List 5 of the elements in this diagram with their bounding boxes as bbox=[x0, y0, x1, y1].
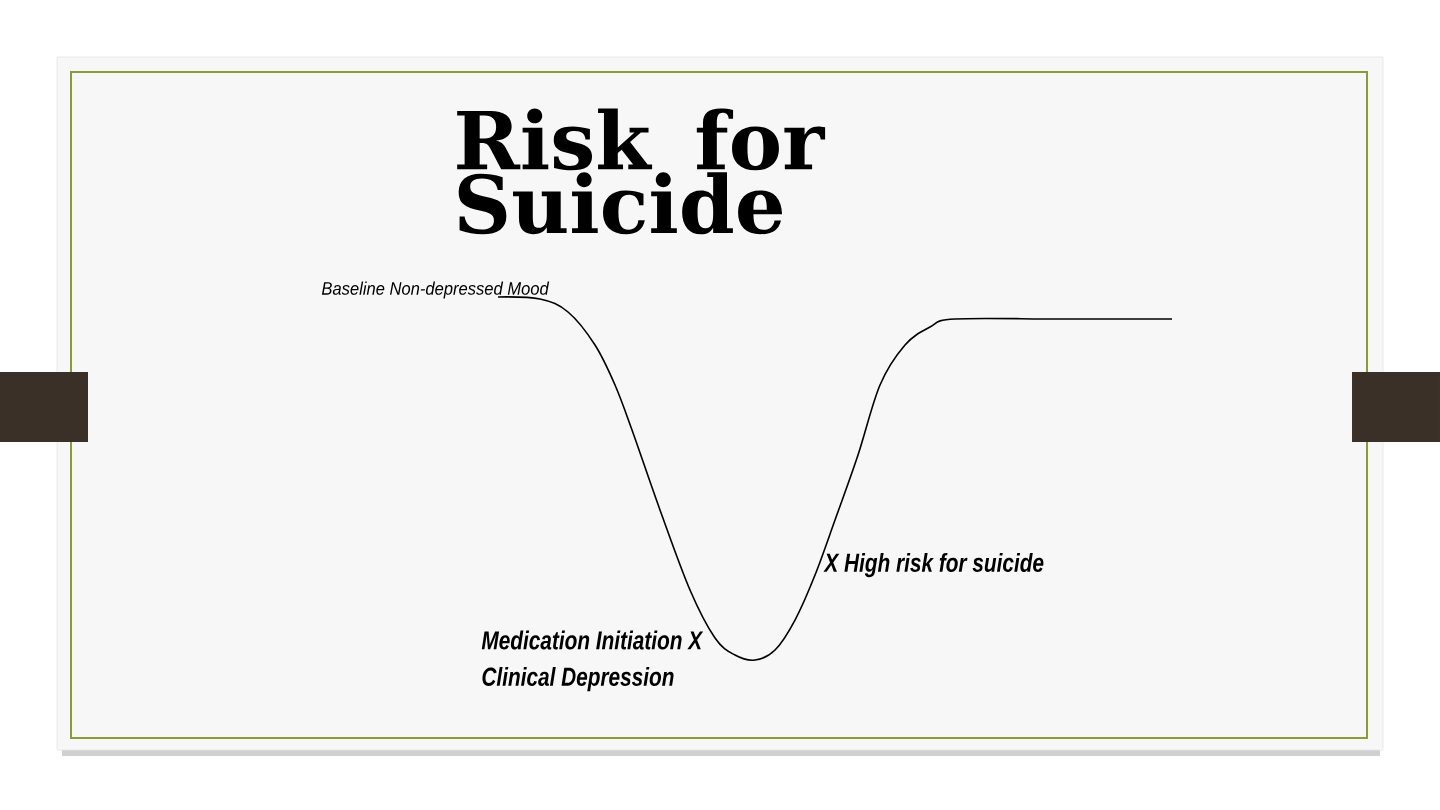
title: Risk for Suicide bbox=[457, 108, 826, 235]
label: X High risk for suicide bbox=[823, 552, 1044, 578]
label: Baseline Non-depressed Mood bbox=[321, 281, 550, 299]
label: Clinical Depression bbox=[482, 666, 674, 692]
label: Medication Initiation X bbox=[481, 630, 704, 650]
